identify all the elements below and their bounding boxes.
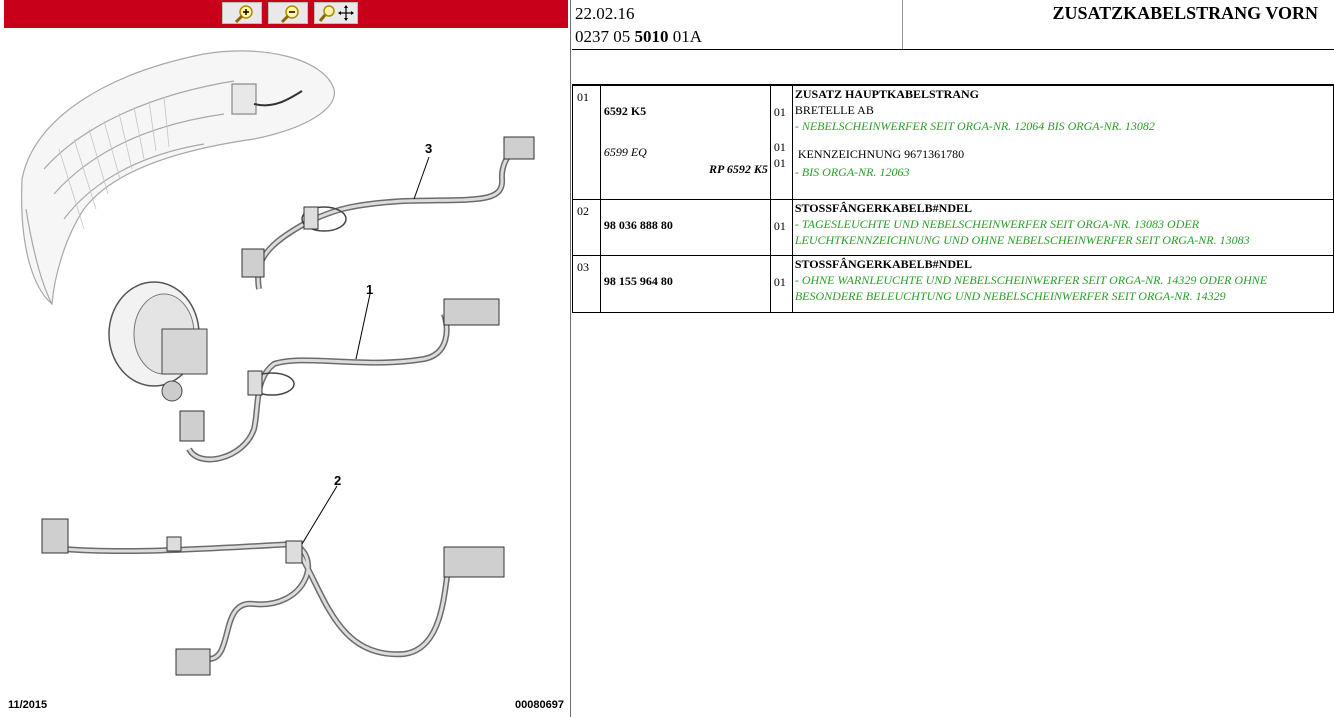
part-number-link[interactable]: 98 036 888 80: [603, 218, 673, 232]
part-number-cell: 98 036 888 80: [599, 199, 771, 256]
description-cell: STOSSFÂNGERKABELB#NDEL - TAGESLEUCHTE UN…: [791, 199, 1334, 256]
parts-table: 01 6592 K5 6599 EQ RP 6592 K5 01 01 01 Z…: [572, 85, 1334, 313]
table-row[interactable]: 01 6592 K5 6599 EQ RP 6592 K5 01 01 01 Z…: [572, 85, 1334, 200]
callout-1[interactable]: 1: [366, 282, 373, 297]
quantity-cell: 01: [769, 199, 793, 256]
description-cell: STOSSFÂNGERKABELB#NDEL - OHNE WARNLEUCHT…: [791, 255, 1334, 313]
description-cell: ZUSATZ HAUPTKABELSTRANG BRETELLE AB - NE…: [791, 85, 1334, 200]
fog-lamp-illustration: [108, 281, 208, 402]
description-subtitle: BRETELLE AB: [794, 103, 874, 117]
diagram-date: 11/2015: [8, 699, 48, 711]
quantity: 01: [773, 156, 786, 170]
callout-3[interactable]: 3: [425, 141, 432, 156]
blank-row: [572, 50, 1334, 85]
description-title: ZUSATZ HAUPTKABELSTRANG: [794, 87, 979, 101]
description-note: - NEBELSCHEINWERFER SEIT ORGA-NR. 12064 …: [794, 119, 1155, 133]
quantity: 01: [773, 219, 786, 233]
ref-part1: 0237 05: [575, 27, 635, 46]
ref-bold: 5010: [634, 27, 669, 46]
ref-part2: 01A: [668, 27, 703, 46]
harness-3: [241, 136, 535, 290]
header-date: 22.02.16: [575, 4, 635, 23]
parts-header: 22.02.16 0237 05 5010 01A ZUSATZKABELSTR…: [572, 0, 1334, 50]
description-note: - OHNE WARNLEUCHTE UND NEBELSCHEINWERFER…: [794, 273, 1268, 287]
rp-reference[interactable]: RP 6592 K5: [709, 162, 768, 176]
pan-button[interactable]: [314, 2, 358, 24]
table-row[interactable]: 03 98 155 964 80 01 STOSSFÂNGERKABELB#ND…: [572, 255, 1334, 313]
description-note: LEUCHTKENNZEICHNUNG UND OHNE NEBELSCHEIN…: [794, 233, 1250, 247]
header-divider: [902, 0, 903, 49]
callout-2[interactable]: 2: [334, 473, 341, 488]
quantity-cell: 01: [769, 255, 793, 313]
table-row[interactable]: 02 98 036 888 80 01 STOSSFÂNGERKABELB#ND…: [572, 199, 1334, 256]
harness-1: [179, 298, 500, 463]
quantity: 01: [773, 105, 786, 119]
description-title: STOSSFÂNGERKABELB#NDEL: [794, 257, 973, 271]
wiring-diagram[interactable]: 3 1 2: [4, 29, 568, 695]
position-cell: 03: [572, 255, 601, 313]
diagram-number: 00080697: [515, 699, 564, 711]
description-note: BESONDERE BELEUCHTUNG UND NEBELSCHEINWER…: [794, 289, 1226, 303]
description-note: - TAGESLEUCHTE UND NEBELSCHEINWERFER SEI…: [794, 217, 1200, 231]
zoom-toolbar: [4, 0, 568, 28]
part-number-link[interactable]: 98 155 964 80: [603, 274, 673, 288]
alt-part-number[interactable]: 6599 EQ: [603, 145, 647, 159]
zoom-out-icon: [280, 5, 299, 23]
zoom-out-button[interactable]: [268, 2, 308, 24]
zoom-in-icon: [234, 5, 253, 23]
quantity: 01: [773, 275, 786, 289]
quantity: 01: [773, 140, 786, 154]
zoom-in-button[interactable]: [222, 2, 262, 24]
marking-text: KENNZEICHNUNG 9671361780: [797, 147, 965, 161]
position-cell: 02: [572, 199, 601, 256]
header-reference: 0237 05 5010 01A: [575, 27, 702, 47]
pan-move-icon: [318, 5, 354, 22]
position-cell: 01: [572, 85, 601, 200]
diagram-pane: 3 1 2 11/2015 00080697: [0, 0, 571, 717]
part-number-link[interactable]: 6592 K5: [603, 104, 647, 118]
bumper-illustration: [21, 50, 335, 306]
part-number-cell: 98 155 964 80: [599, 255, 771, 313]
description-note: - BIS ORGA-NR. 12063: [794, 165, 910, 179]
part-number-cell: 6592 K5 6599 EQ RP 6592 K5: [599, 85, 771, 200]
description-title: STOSSFÂNGERKABELB#NDEL: [794, 201, 973, 215]
harness-2: [41, 518, 505, 676]
quantity-cell: 01 01 01: [769, 85, 793, 200]
page-title: ZUSATZKABELSTRANG VORN: [1052, 3, 1318, 23]
parts-pane: 22.02.16 0237 05 5010 01A ZUSATZKABELSTR…: [572, 0, 1334, 717]
